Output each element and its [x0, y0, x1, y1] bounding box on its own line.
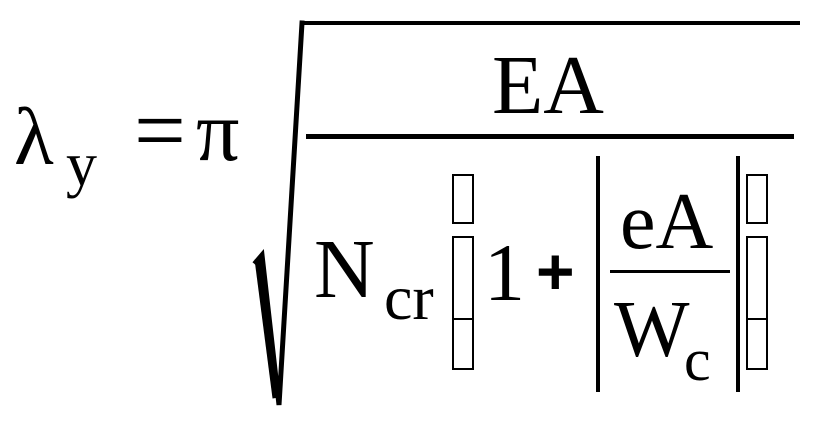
- n-symbol: N: [314, 223, 375, 316]
- pi-symbol: π: [196, 83, 240, 179]
- right-bracket-mid-box: [746, 236, 768, 320]
- main-fraction-bar: [306, 134, 794, 139]
- lambda-subscript: y: [66, 131, 97, 199]
- lambda-symbol: λ: [14, 91, 54, 182]
- abs-bar-right: [736, 156, 740, 392]
- outer-numerator: EA: [492, 39, 604, 132]
- inner-fraction-bar: [610, 270, 730, 273]
- left-bracket-top-box: [452, 174, 474, 224]
- inner-numerator: eA: [620, 178, 714, 266]
- one-digit: 1: [484, 227, 525, 318]
- left-bracket-bottom-box: [452, 318, 474, 370]
- right-bracket-top-box: [746, 174, 768, 224]
- inner-denominator-subscript: c: [684, 327, 711, 393]
- abs-bar-left: [596, 156, 600, 392]
- left-bracket-mid-box: [452, 236, 474, 320]
- plus-sign: +: [536, 234, 575, 308]
- equals-sign: =: [134, 79, 186, 181]
- right-bracket-bottom-box: [746, 318, 768, 370]
- inner-denominator: W: [614, 286, 690, 374]
- n-subscript: cr: [384, 262, 434, 333]
